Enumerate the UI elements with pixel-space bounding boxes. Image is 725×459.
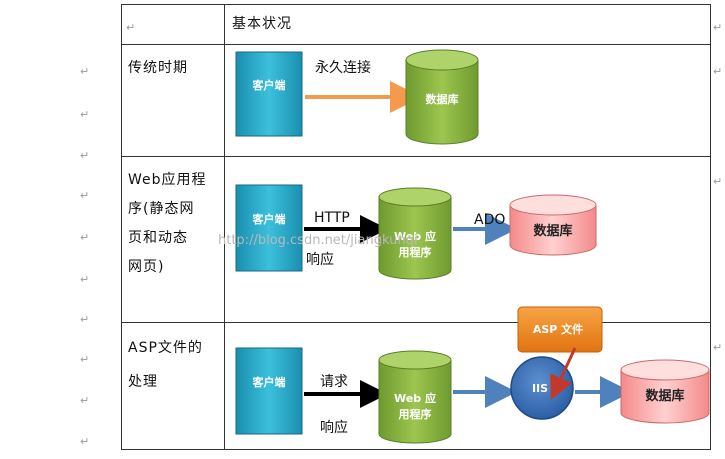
row-label-asp: ASP文件的 处理 [128, 331, 203, 399]
row1-client-box: 客户端 [235, 51, 303, 137]
row3-db-label: 数据库 [645, 388, 684, 404]
row2-http-label: HTTP [314, 210, 350, 226]
row-label-line: 传统时期 [128, 60, 188, 76]
row3-asp-to-iis-arrow [550, 347, 577, 400]
paragraph-mark: ↵ [80, 108, 90, 121]
row3-iis-circle: IIS [510, 356, 574, 420]
row2-response-label: 响应 [306, 251, 334, 268]
row2-client-box: 客户端 [235, 184, 303, 272]
paragraph-mark: ↵ [126, 21, 136, 34]
row2-database-cylinder: 数据库 [509, 194, 597, 256]
row1-client-label: 客户端 [252, 78, 286, 92]
row2-client-label: 客户端 [252, 212, 286, 226]
row-label-web-app: Web应用程 序(静态网 页和动态 网页) [128, 166, 207, 282]
row-label-line: 序(静态网 [128, 201, 195, 217]
paragraph-mark: ↵ [713, 21, 723, 34]
paragraph-mark: ↵ [713, 175, 723, 188]
paragraph-mark: ↵ [80, 353, 90, 366]
row3-web-line2: 用程序 [399, 407, 432, 421]
row2-ado-label: ADO [474, 212, 505, 228]
table-header: 基本状况 [232, 16, 292, 32]
row3-database-cylinder: 数据库 [620, 359, 710, 424]
row-label-line: 处理 [128, 374, 158, 390]
row1-database-cylinder: 数据库 [405, 49, 479, 145]
row-label-line: ASP文件的 [128, 340, 203, 356]
row3-asp-file-box: ASP 文件 [517, 306, 603, 353]
row3-client-label: 客户端 [252, 375, 286, 389]
paragraph-mark: ↵ [80, 273, 90, 286]
row3-response-label: 响应 [320, 419, 348, 436]
row2-db-label: 数据库 [533, 223, 572, 239]
paragraph-mark: ↵ [713, 65, 723, 78]
row3-iis-label: IIS [532, 382, 548, 395]
row2-web-line2: 用程序 [399, 245, 432, 259]
paragraph-mark: ↵ [80, 189, 90, 202]
row-label-line: Web应用程 [128, 172, 207, 188]
row-label-line: 网页) [128, 259, 165, 275]
row3-request-label: 请求 [320, 374, 348, 390]
watermark: http://blog.csdn.net/jiangkunqi [218, 233, 417, 248]
row3-webapp-cylinder: Web 应 用程序 [378, 350, 452, 444]
row2-webapp-cylinder: Web 应 用程序 [378, 187, 452, 280]
row-label-traditional: 传统时期 [128, 56, 188, 80]
paragraph-mark: ↵ [80, 65, 90, 78]
row1-db-label: 数据库 [426, 92, 459, 106]
paragraph-mark: ↵ [80, 149, 90, 162]
paragraph-mark: ↵ [80, 231, 90, 244]
row3-web-line1: Web 应 [394, 391, 436, 405]
paragraph-mark: ↵ [80, 394, 90, 407]
row3-client-box: 客户端 [235, 347, 303, 435]
row1-arrow-label: 永久连接 [315, 59, 371, 76]
row3-asp-label: ASP 文件 [533, 322, 583, 336]
row-label-line: 页和动态 [128, 230, 188, 246]
row2-web-line1: Web 应 [394, 229, 436, 243]
paragraph-mark: ↵ [713, 341, 723, 354]
paragraph-mark: ↵ [80, 313, 90, 326]
paragraph-mark: ↵ [80, 435, 90, 448]
